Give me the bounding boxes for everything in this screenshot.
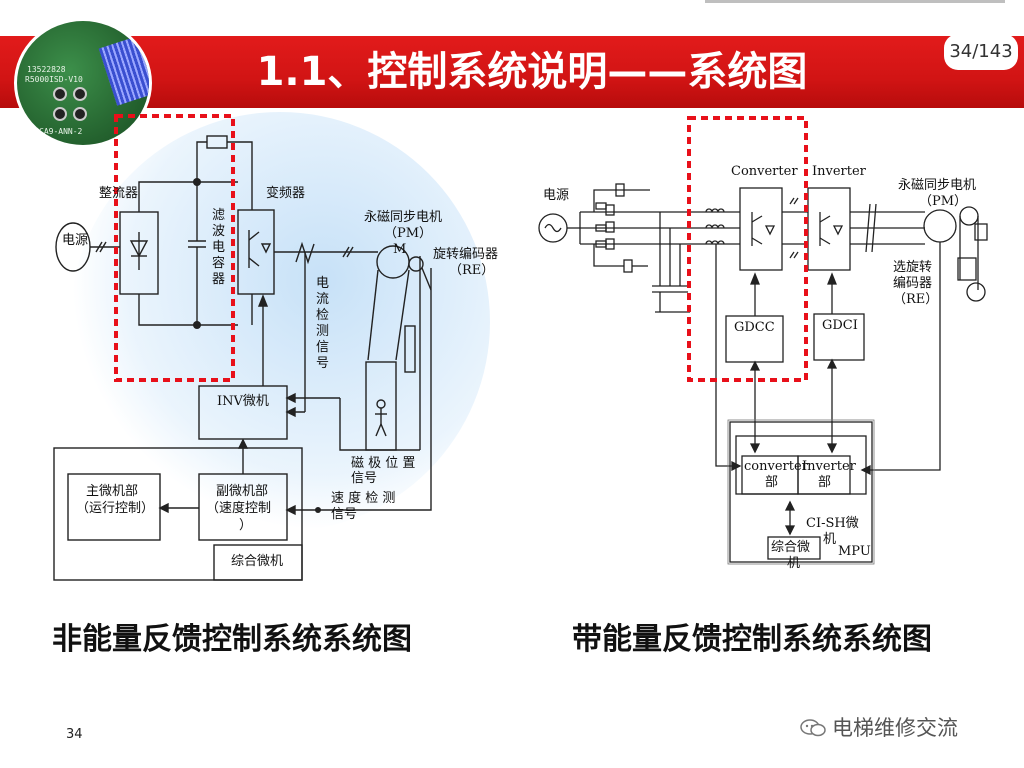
board-text: 13522828 [27,65,66,74]
left-motor-label: 永磁同步电机 [364,210,443,225]
watermark: 电梯维修交流 [800,712,958,742]
inv-mcu-label: INV微机 [217,394,269,409]
integrated-mcu-box [213,544,303,581]
converter-part-label: converter [744,459,808,474]
right-encoder-label: 选旋转 [893,260,933,275]
board-button [73,107,87,121]
mpu-label: MPU [838,544,871,559]
watermark-text: 电梯维修交流 [832,716,958,740]
converter-box [739,187,783,271]
board-button [73,87,87,101]
integrated-part-box [767,536,821,560]
encoder-wheel [408,256,424,272]
sub-mcu-label-3: ） [239,518,253,533]
right-inverter-label: Inverter [812,164,866,179]
board-button [53,87,67,101]
slide-title: 1.1、控制系统说明——系统图 [256,49,808,95]
inverter-label: 变频器 [266,186,306,201]
inverter-part-label: Inverter [802,459,856,474]
board-button [53,107,67,121]
right-encoder [974,223,988,241]
left-highlight-frame [114,114,235,382]
controller-frame [53,447,303,581]
counterweight [404,325,416,373]
speed-signal-label: 速 度 检 测 [331,491,396,506]
left-motor-abbr: （PM） [384,226,433,241]
filter-capacitor-label: 滤波电容器 [212,208,226,287]
main-mcu-label: 主微机部 [86,484,139,499]
page-number: 34 [66,727,83,742]
board-text: R5000ISD-V10 [25,75,83,84]
pole-position-label: 磁 极 位 置 [351,456,416,471]
gdcc-label: GDCC [734,320,775,335]
right-encoder-label-2: 编码器 [893,276,933,291]
inverter-part-label-2: 部 [818,475,832,490]
right-power-label: 电源 [543,188,570,203]
integrated-mcu-label: 综合微机 [231,554,284,569]
converter-label: Converter [731,164,798,179]
encoder-abbr: （RE） [449,263,495,278]
current-signal-label: 电流检测信号 [316,276,330,371]
pole-position-label-2: 信号 [351,471,378,486]
left-power-label: 电源 [62,233,89,248]
integrated-part-label-2: 机 [787,556,801,571]
sub-mcu-label: 副微机部 [216,484,269,499]
main-mcu-box [67,473,161,541]
wechat-icon [800,718,826,738]
right-encoder-abbr: （RE） [893,292,939,307]
board-text: CA9-ANN-2 [39,127,83,136]
right-inverter-box [807,187,851,271]
main-mcu-label-2: （运行控制） [76,501,155,516]
integrated-part-label: 综合微 [771,540,811,555]
inverter-part-box [797,455,851,495]
cish-label-2: 机 [823,532,837,547]
motor-symbol-label: M [393,242,407,257]
converter-part-label-2: 部 [765,475,779,490]
right-motor-label: 永磁同步电机 [898,178,977,193]
mpu-frame [729,421,873,563]
encoder-label: 旋转编码器 [433,247,499,262]
gdci-box [813,313,865,361]
circuit-board-photo: 13522828 R5000ISD-V10 CA9-ANN-2 [14,18,152,148]
right-motor-symbol [923,209,957,243]
cish-label: CI-SH微 [806,516,859,531]
sheave [959,206,979,226]
right-motor-abbr: （PM） [919,194,968,209]
top-divider [705,0,1005,3]
speed-signal-label-2: 信号 [331,507,358,522]
page-counter: 34/143 [944,34,1018,70]
right-highlight-frame [687,116,808,382]
right-counterweight [957,257,977,281]
sub-mcu-label-2: （速度控制 [206,501,272,516]
rectifier-label: 整流器 [99,186,139,201]
left-diagram-caption: 非能量反馈控制系统系统图 [52,622,412,657]
right-diagram-caption: 带能量反馈控制系统系统图 [572,622,932,657]
gdci-label: GDCI [822,318,858,333]
title-bar [0,36,1024,108]
